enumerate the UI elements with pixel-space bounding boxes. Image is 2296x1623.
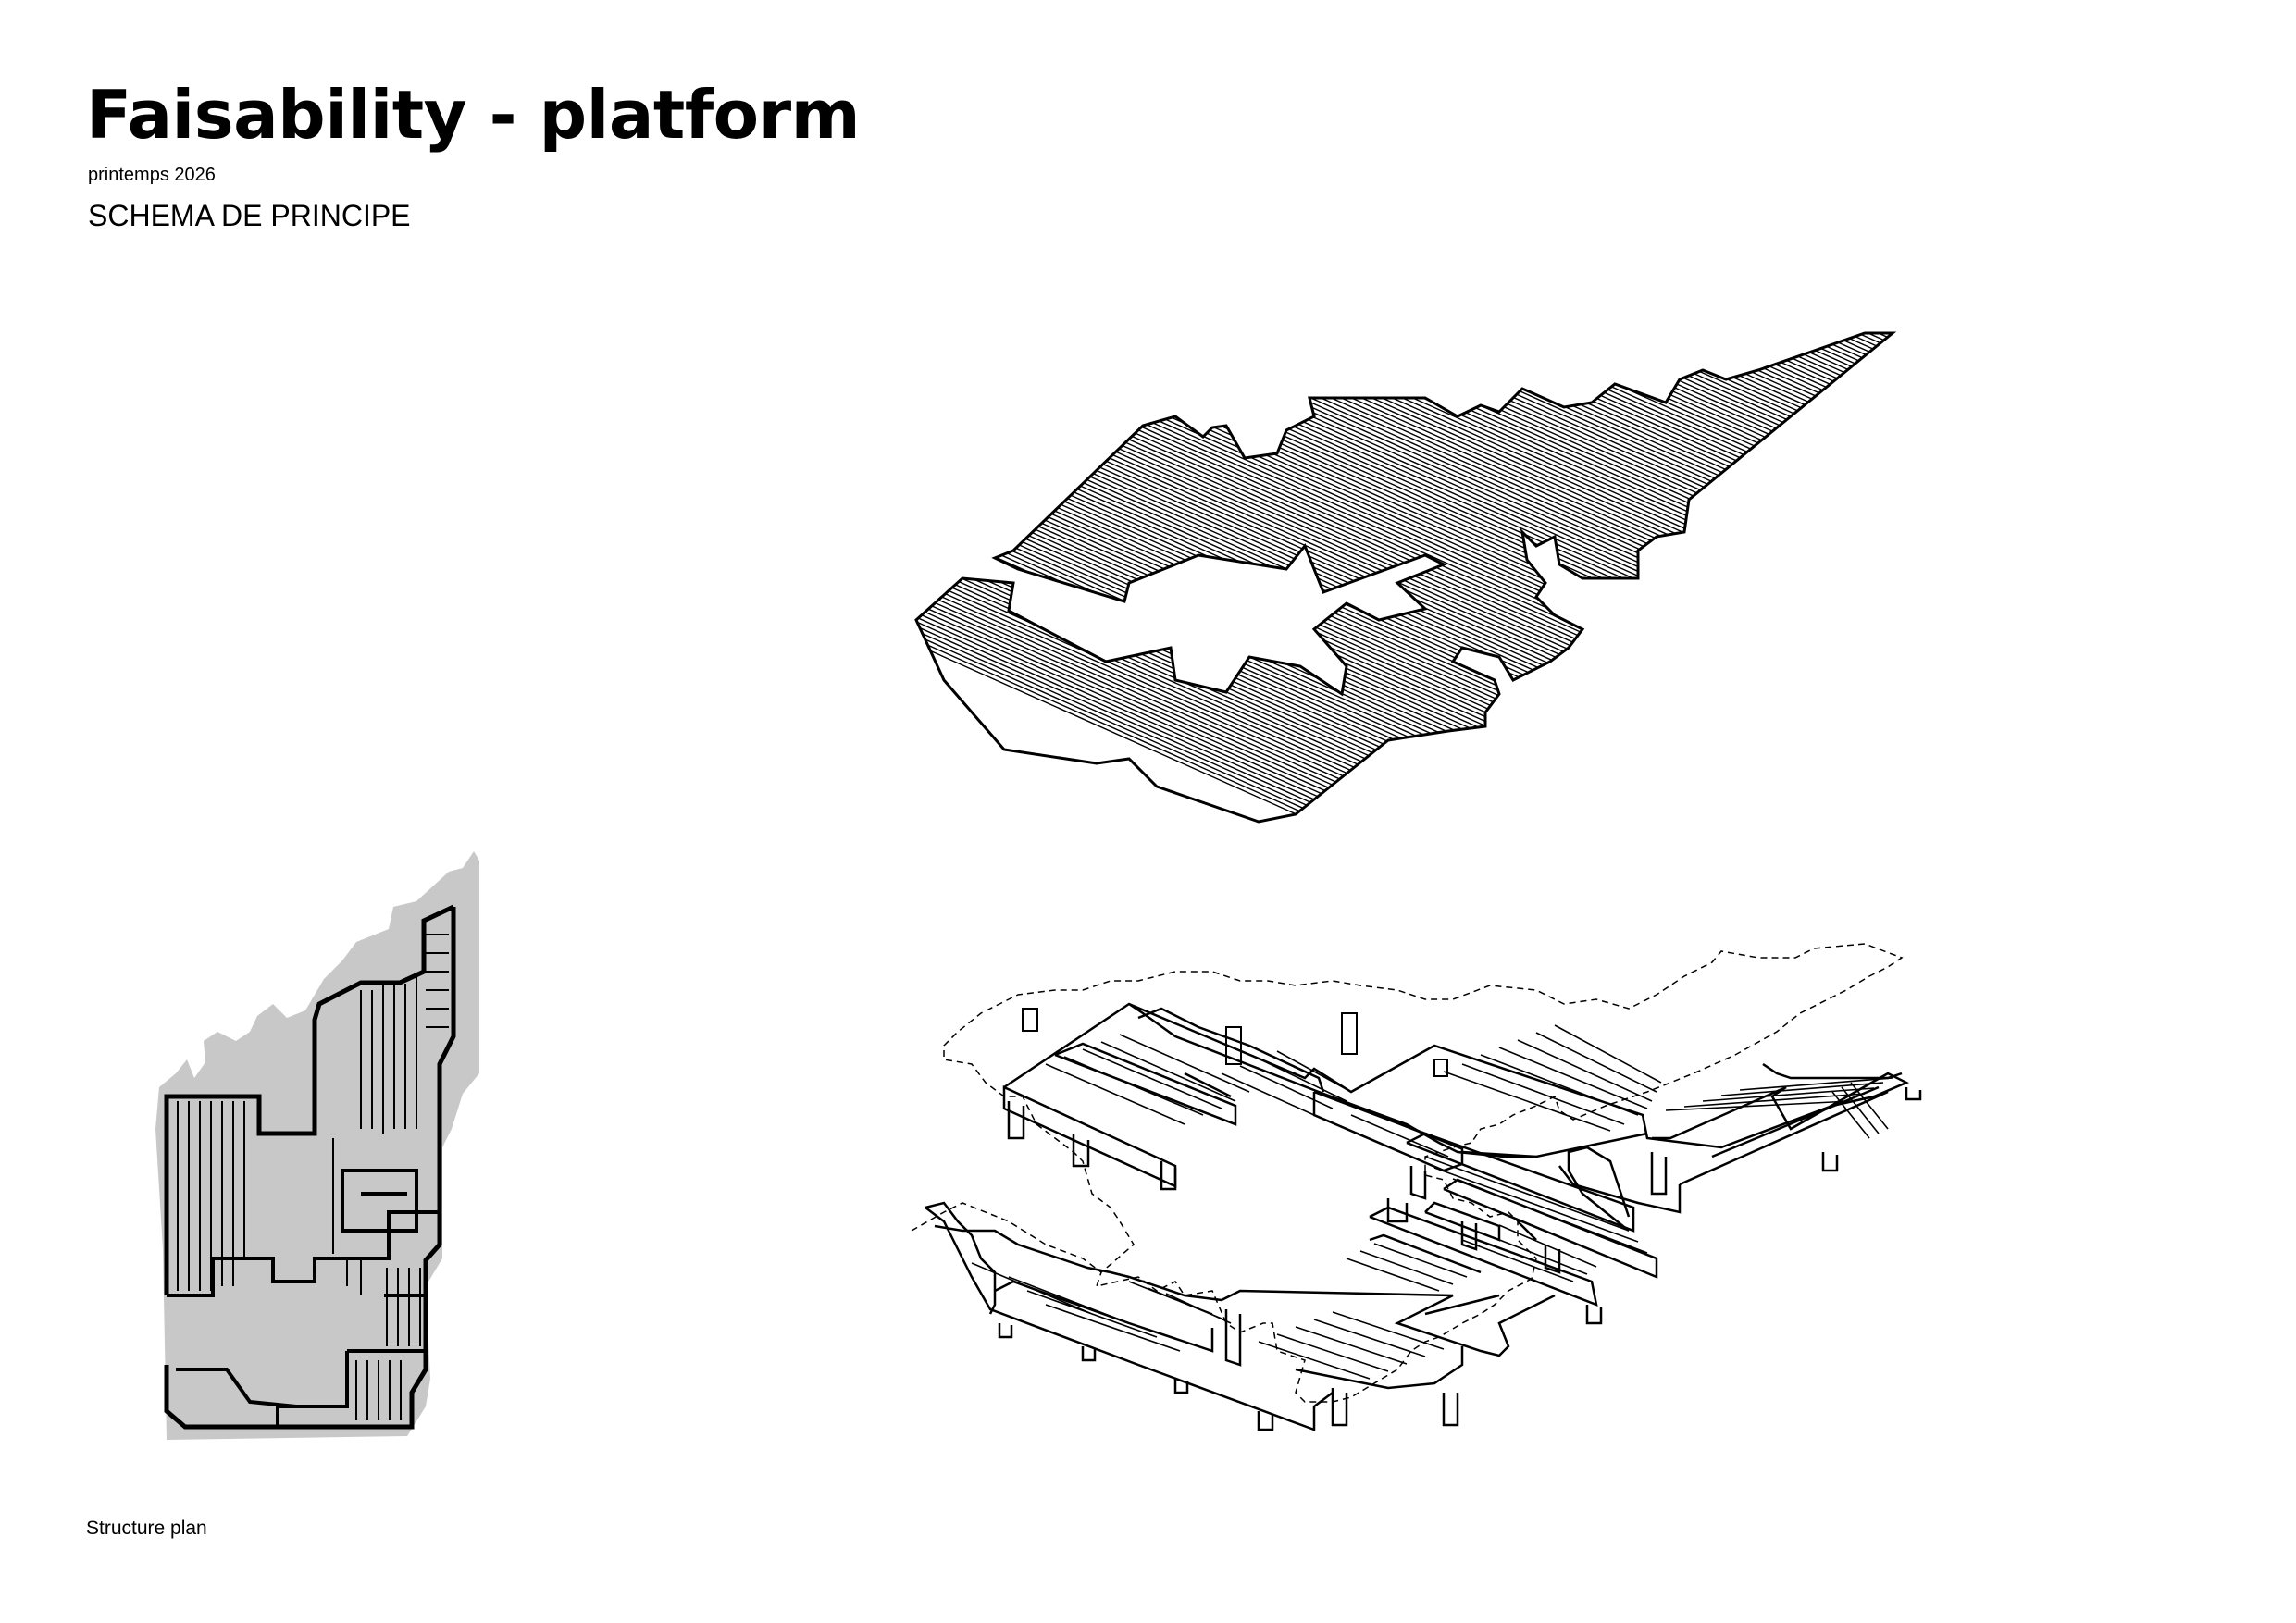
structure-frame-axo — [925, 1002, 1922, 1431]
section-heading: SCHEMA DE PRINCIPE — [88, 199, 411, 232]
decking-outline — [914, 331, 1897, 824]
axonometric-decking-drawing — [914, 331, 1897, 824]
secondary-joists — [971, 1024, 1893, 1380]
piers — [1022, 1008, 1448, 1077]
structure-frame-plan — [164, 904, 456, 1430]
page-title: Faisability - platform — [86, 76, 861, 154]
terrain-dashed-outline — [911, 943, 1904, 1403]
decking-boards — [916, 333, 1893, 822]
main-beams — [925, 1002, 1922, 1431]
structure-plan-drawing — [155, 851, 479, 1440]
page-subtitle: printemps 2026 — [88, 165, 216, 185]
terrain-outline — [155, 851, 479, 1440]
axonometric-structure-drawing — [911, 943, 1922, 1431]
plan-caption: Structure plan — [86, 1518, 207, 1539]
